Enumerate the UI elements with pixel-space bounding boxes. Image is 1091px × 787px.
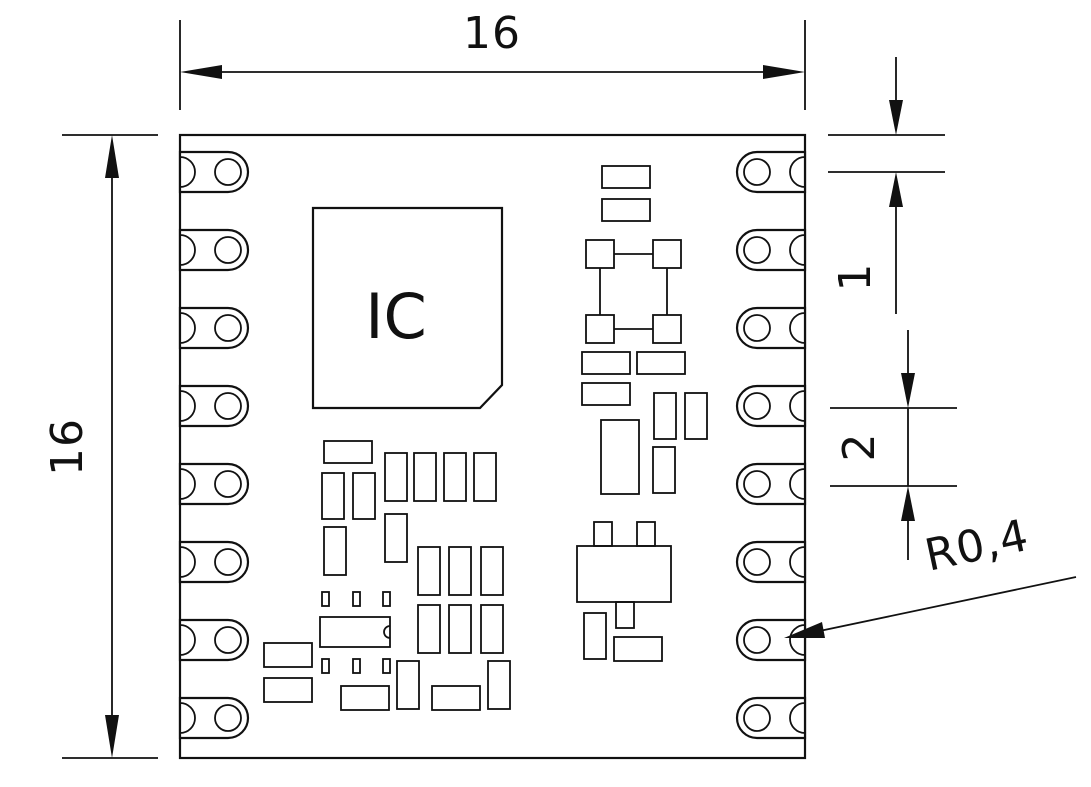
top-right-components <box>581 165 708 495</box>
pin-pitch-dimension: 2 <box>830 330 957 560</box>
right-pad-column <box>735 150 807 740</box>
left-pad-4 <box>178 384 250 428</box>
top-width-dimension: 16 <box>179 8 806 110</box>
bottom-left-components <box>263 440 511 711</box>
left-pad-2 <box>178 228 250 272</box>
right-pad-3 <box>735 306 807 350</box>
height-label: 16 <box>42 418 93 476</box>
left-pad-8 <box>178 696 250 740</box>
right-pad-2 <box>735 228 807 272</box>
left-height-dimension: 16 <box>42 134 158 759</box>
left-pad-7 <box>178 618 250 662</box>
right-pad-8 <box>735 696 807 740</box>
right-pad-7 <box>735 618 807 662</box>
radius-callout: R0,4 <box>784 510 1077 638</box>
right-pad-5 <box>735 462 807 506</box>
radius-label: R0,4 <box>921 510 1034 582</box>
left-pad-1 <box>178 150 250 194</box>
left-pad-column <box>178 150 250 740</box>
right-pad-1 <box>735 150 807 194</box>
right-pad-4 <box>735 384 807 428</box>
ic-label: IC <box>365 280 427 353</box>
pad-width-label: 1 <box>830 263 881 292</box>
main-ic: IC <box>311 206 504 410</box>
left-pad-6 <box>178 540 250 584</box>
pin-pitch-label: 2 <box>834 433 885 462</box>
left-pad-3 <box>178 306 250 350</box>
sot-components <box>576 521 672 662</box>
left-pad-5 <box>178 462 250 506</box>
right-pad-6 <box>735 540 807 584</box>
pad-width-dimension: 1 <box>828 57 945 314</box>
board-outline <box>178 133 807 760</box>
width-label: 16 <box>463 8 521 59</box>
